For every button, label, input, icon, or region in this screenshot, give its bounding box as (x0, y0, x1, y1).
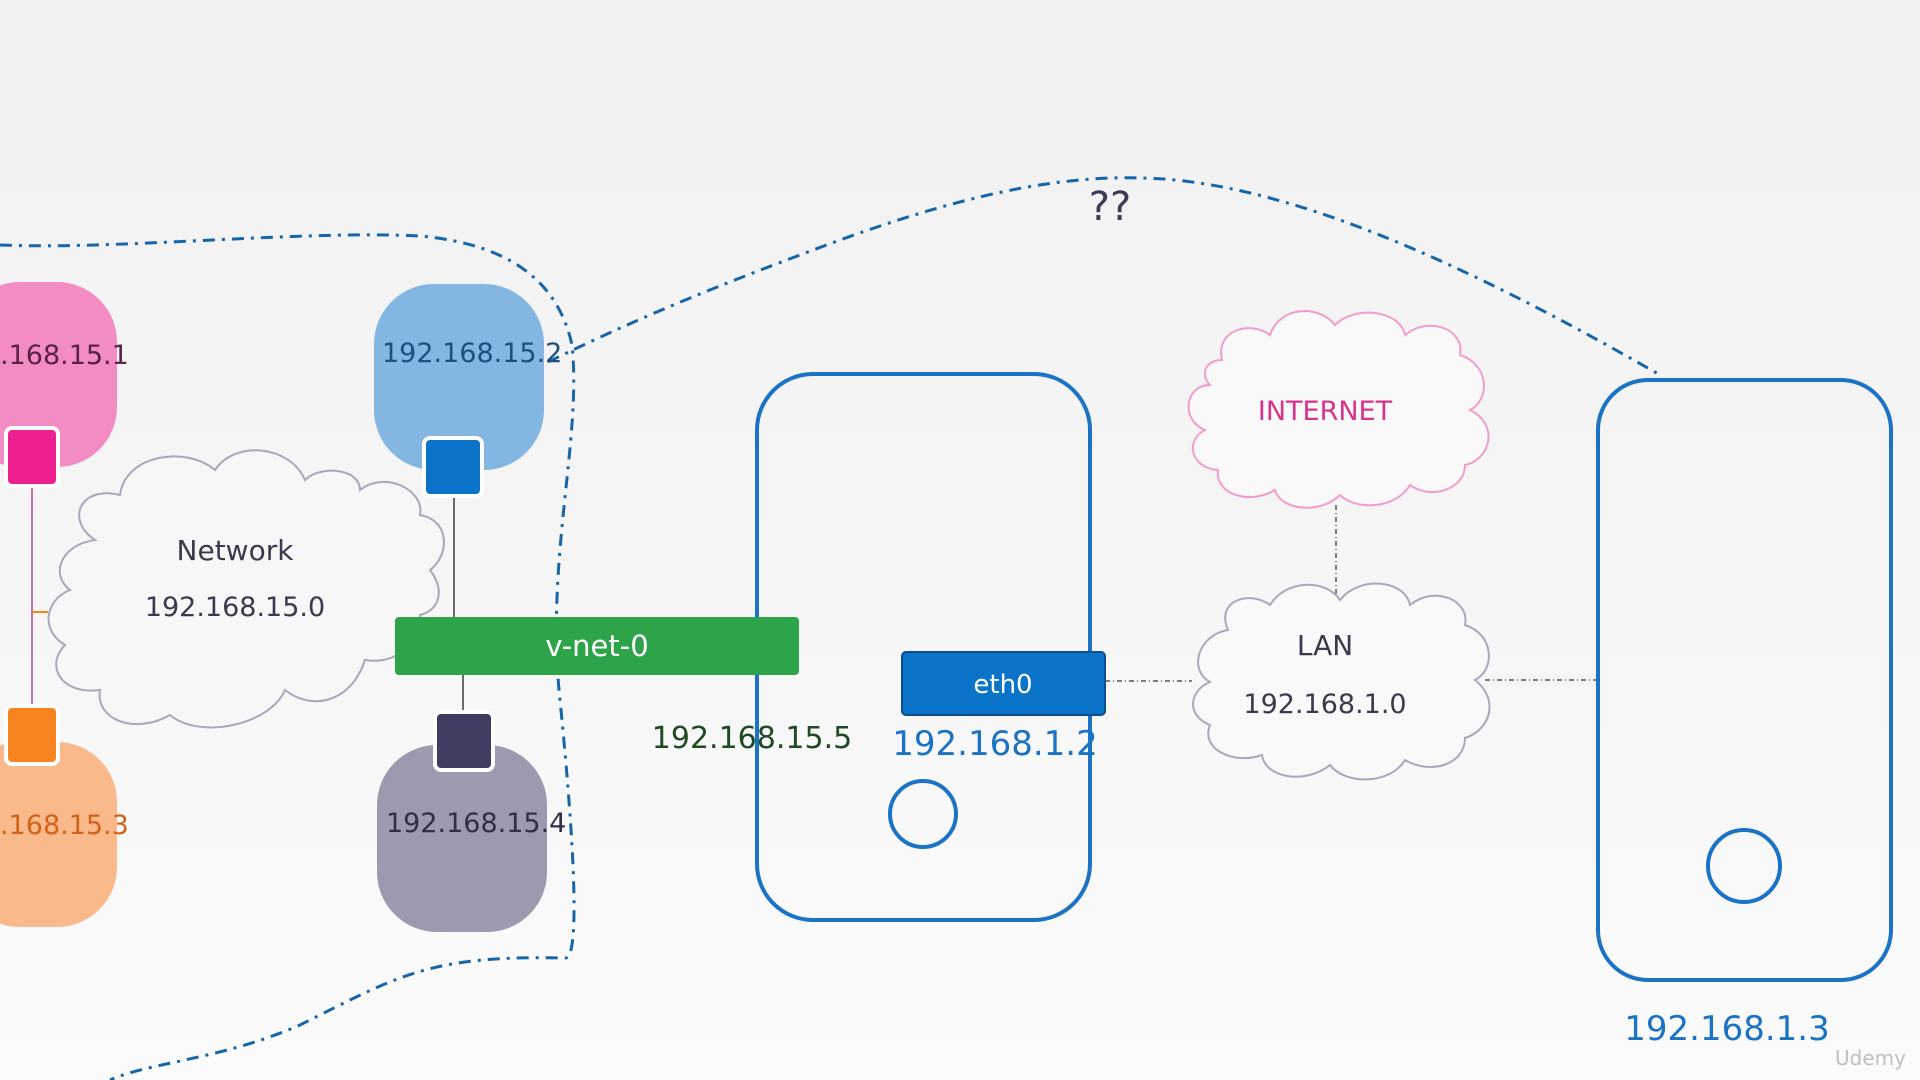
unknown-route-line (494, 176, 1661, 387)
container-pink (0, 282, 117, 467)
host2-ip: 192.168.1.3 (1624, 1009, 1829, 1049)
question-label: ?? (1089, 184, 1131, 230)
container-gray-ip: 192.168.15.4 (386, 808, 566, 839)
container-orange-ip: .168.15.3 (0, 810, 129, 841)
network-address: 192.168.15.0 (145, 592, 325, 623)
container-blue-ip: 192.168.15.2 (382, 338, 562, 369)
container-gray-port (433, 710, 495, 772)
lan-cloud (1192, 582, 1491, 781)
eth0-label: eth0 (973, 670, 1032, 700)
internet-label: INTERNET (1258, 396, 1393, 427)
host1-box (755, 372, 1092, 922)
container-pink-ip: .168.15.1 (0, 340, 129, 371)
host2-button-icon (1706, 828, 1782, 904)
network-label: Network (177, 534, 295, 567)
network-cloud (47, 449, 445, 729)
bridge-address: 192.168.15.5 (652, 721, 852, 756)
host1-button-icon (888, 779, 958, 849)
host1-ip: 192.168.1.2 (892, 724, 1097, 764)
lan-address: 192.168.1.0 (1243, 689, 1406, 720)
container-orange-port (4, 704, 60, 766)
eth0-interface (901, 651, 1106, 716)
container-pink-port (4, 426, 60, 488)
container-blue-port (422, 436, 484, 498)
container-gray (377, 745, 547, 932)
udemy-watermark: Udemy (1835, 1046, 1906, 1070)
namespace-boundary (0, 233, 576, 1080)
lan-label: LAN (1297, 629, 1353, 662)
bridge-label: v-net-0 (545, 629, 648, 663)
container-orange (0, 742, 117, 927)
host2-box (1596, 378, 1893, 982)
internet-cloud (1187, 310, 1490, 509)
container-blue (374, 284, 544, 470)
bridge-vnet0 (395, 617, 799, 675)
